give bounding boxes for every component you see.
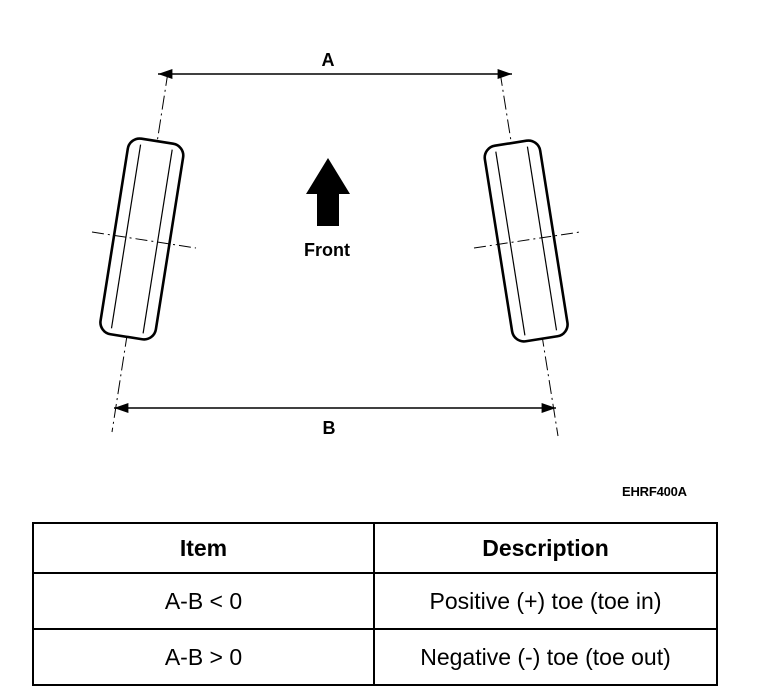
column-header-item: Item (32, 522, 375, 574)
table-cell-description: Negative (-) toe (toe out) (373, 628, 718, 686)
table-row: A-B > 0 Negative (-) toe (toe out) (32, 628, 718, 686)
right-tire (483, 139, 569, 343)
toe-alignment-diagram: A B Front (91, 50, 581, 438)
front-label: Front (304, 240, 350, 260)
dimension-b-label: B (323, 418, 336, 438)
table-header-row: Item Description (32, 522, 718, 574)
column-header-description: Description (373, 522, 718, 574)
left-tire (99, 137, 185, 341)
dimension-a-label: A (322, 50, 335, 70)
left-wheel-centerline (111, 71, 169, 433)
table-cell-item: A-B < 0 (32, 572, 375, 630)
table-cell-description: Positive (+) toe (toe in) (373, 572, 718, 630)
toe-spec-table: Item Description A-B < 0 Positive (+) to… (32, 522, 718, 686)
figure-code: EHRF400A (622, 484, 687, 499)
right-axle-line (473, 231, 581, 249)
table-cell-item: A-B > 0 (32, 628, 375, 686)
front-arrow-icon (306, 158, 350, 226)
table-row: A-B < 0 Positive (+) toe (toe in) (32, 572, 718, 630)
left-axle-line (91, 231, 197, 249)
right-wheel-centerline (499, 71, 559, 437)
